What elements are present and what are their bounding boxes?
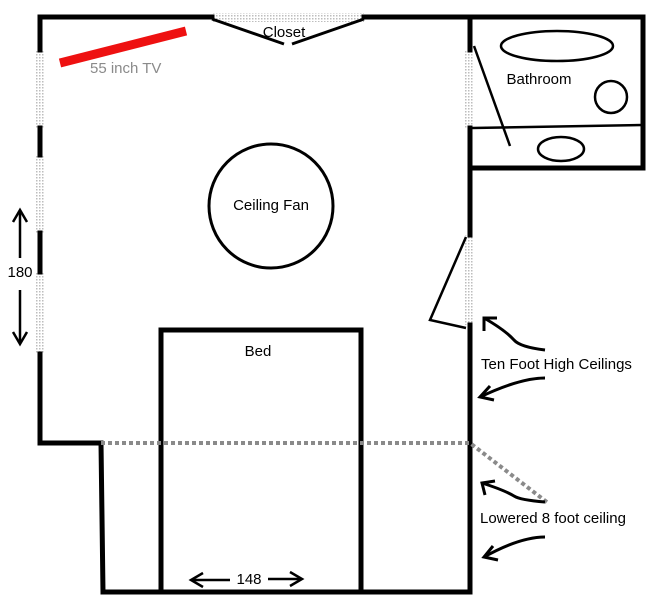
bathroom-fixtures (471, 29, 644, 163)
ten-foot-arrow-upper (483, 316, 546, 352)
height-arrow-down-head (11, 331, 29, 347)
lowered-arrow-lower (483, 535, 546, 559)
tv-shape (58, 26, 188, 68)
lowered-ceiling-label: Lowered 8 foot ceiling (480, 510, 626, 527)
bed-shape (158, 327, 364, 595)
lowered-ceiling-line (101, 441, 550, 505)
window-left-middle (35, 155, 44, 233)
bathroom-label: Bathroom (506, 71, 571, 88)
bathroom-door-swing (472, 45, 512, 147)
ceiling-fan-shape (207, 142, 335, 270)
closet-door-left (211, 17, 285, 46)
ten-foot-arrow-upper-head (482, 316, 497, 331)
sink (536, 135, 586, 163)
ten-foot-arrow-lower (479, 376, 546, 399)
lowered-arrow-upper (481, 481, 546, 504)
tv-label: 55 inch TV (90, 60, 161, 77)
callout-arrows (477, 316, 546, 562)
width-arrow-left-head (188, 571, 204, 589)
window-left-lower (35, 272, 44, 354)
dimension-width-label: 148 (236, 571, 261, 588)
width-arrow-right-head (289, 570, 305, 588)
bed-label: Bed (245, 343, 272, 360)
bedroom-door-swing (428, 236, 468, 330)
step-wall-vertical (98, 440, 106, 595)
lowered-arrow-lower-head (481, 545, 499, 562)
closet-label: Closet (263, 24, 306, 41)
lowered-arrow-upper-head (480, 479, 496, 496)
closet-opening (212, 13, 364, 22)
height-arrow-up-head (11, 207, 29, 223)
ceiling-fan-label: Ceiling Fan (233, 197, 309, 214)
window-left-upper (35, 50, 44, 128)
toilet (593, 79, 629, 115)
ten-foot-label: Ten Foot High Ceilings (481, 356, 632, 373)
vanity-counter (471, 123, 644, 130)
bathroom-door-opening (465, 50, 474, 128)
ten-foot-arrow-lower-head (477, 384, 495, 402)
dimension-arrows (11, 207, 305, 589)
walls (37, 14, 646, 595)
closet-doors (211, 17, 365, 46)
closet-door-right (291, 17, 365, 46)
door-opening-right (465, 235, 474, 325)
wall-openings (35, 13, 474, 354)
bathtub (499, 29, 615, 63)
dimension-height-label: 180 (7, 264, 32, 281)
